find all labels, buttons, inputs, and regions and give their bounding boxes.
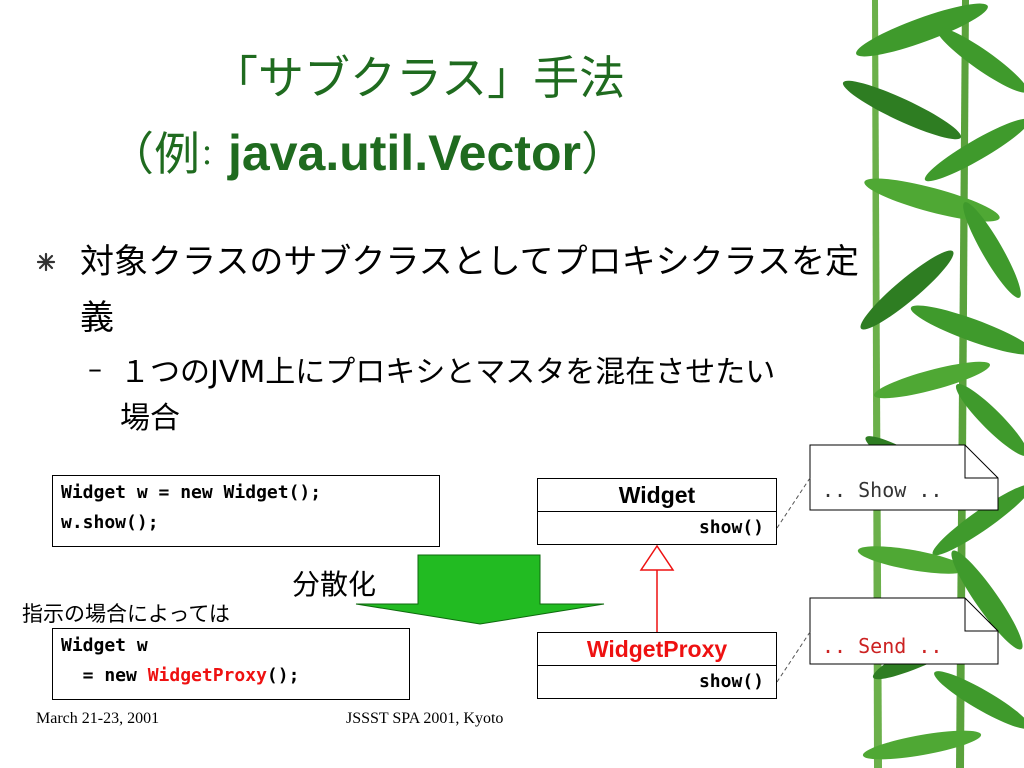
asterisk-bullet-icon: [36, 252, 56, 272]
uml-class-name: Widget: [538, 479, 776, 512]
note-proxy-shape: [809, 597, 999, 665]
slide-subtitle: （例：java.util.Vector）: [108, 118, 627, 184]
code-line: w.show();: [61, 512, 159, 533]
code-fragment: ();: [266, 665, 300, 686]
uml-class-operation: show(): [698, 671, 764, 692]
code-line: Widget w = new Widget();: [61, 482, 322, 503]
code-line: = new WidgetProxy();: [61, 661, 401, 691]
bullet-sub: １つのJVM上にプロキシとマスタを混在させたい場合: [120, 355, 776, 436]
note-connector-proxy: [776, 631, 811, 683]
note-send-text: .. Send ..: [822, 634, 943, 658]
uml-class-name: WidgetProxy: [538, 633, 776, 666]
subtitle-colon: ：: [200, 138, 229, 171]
code-line: Widget w: [61, 635, 148, 656]
note-connector-widget: [776, 477, 811, 529]
slide-title: 「サブクラス」手法: [212, 51, 626, 105]
code-box-proxy: Widget w = new WidgetProxy();: [52, 628, 410, 700]
note-widget-shape: [809, 444, 999, 511]
code-box-original: Widget w = new Widget(); w.show();: [52, 475, 440, 547]
note-show-text: .. Show ..: [822, 478, 943, 502]
bullet-main: 対象クラスのサブクラスとしてプロキシクラスを定義: [80, 242, 859, 338]
uml-class-operation: show(): [698, 517, 764, 538]
code-fragment: = new: [61, 665, 148, 686]
subtitle-open: （例: [108, 127, 200, 181]
subtitle-class-name: java.util.Vector: [228, 125, 581, 181]
distribute-arrow: [355, 554, 605, 625]
instruction-label: 指示の場合によっては: [22, 602, 230, 626]
footer-date: March 21-23, 2001: [36, 710, 160, 727]
uml-class-widget-proxy: WidgetProxy show(): [537, 632, 777, 699]
subtitle-close: ）: [580, 127, 627, 181]
footer-conference: JSSST SPA 2001, Kyoto: [346, 710, 504, 727]
dash-bullet-icon: –: [88, 352, 102, 385]
inheritance-triangle: [639, 544, 675, 571]
uml-class-widget: Widget show(): [537, 478, 777, 545]
distribute-label: 分散化: [292, 568, 377, 601]
code-proxy-class: WidgetProxy: [147, 665, 267, 686]
